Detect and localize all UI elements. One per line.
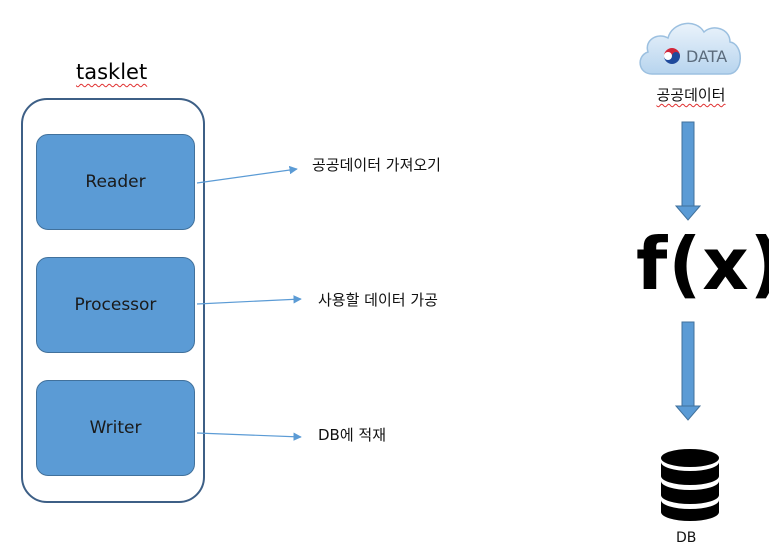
down-arrow-1 [674,121,702,221]
processor-box: Processor [36,257,195,353]
writer-box: Writer [36,380,195,476]
processor-connector-arrow [196,295,302,305]
down-arrow-2 [674,321,702,421]
cloud-label: 공공데이터 [656,86,726,104]
taegeuk-icon [664,48,680,64]
writer-label: Writer [89,418,142,438]
reader-box: Reader [36,134,195,230]
tasklet-title: tasklet [76,60,148,84]
cloud-text: DATA [686,47,727,66]
processor-label: Processor [74,295,157,315]
db-label: DB [676,530,697,546]
writer-note: DB에 적재 [318,426,387,444]
processor-note: 사용할 데이터 가공 [318,291,438,309]
writer-connector-arrow [196,432,302,441]
reader-connector-arrow [196,165,298,184]
reader-note: 공공데이터 가져오기 [312,156,441,174]
reader-label: Reader [85,172,146,192]
cloud-icon: DATA [634,12,746,80]
database-icon [661,449,719,521]
function-label: f(x) [636,222,769,306]
